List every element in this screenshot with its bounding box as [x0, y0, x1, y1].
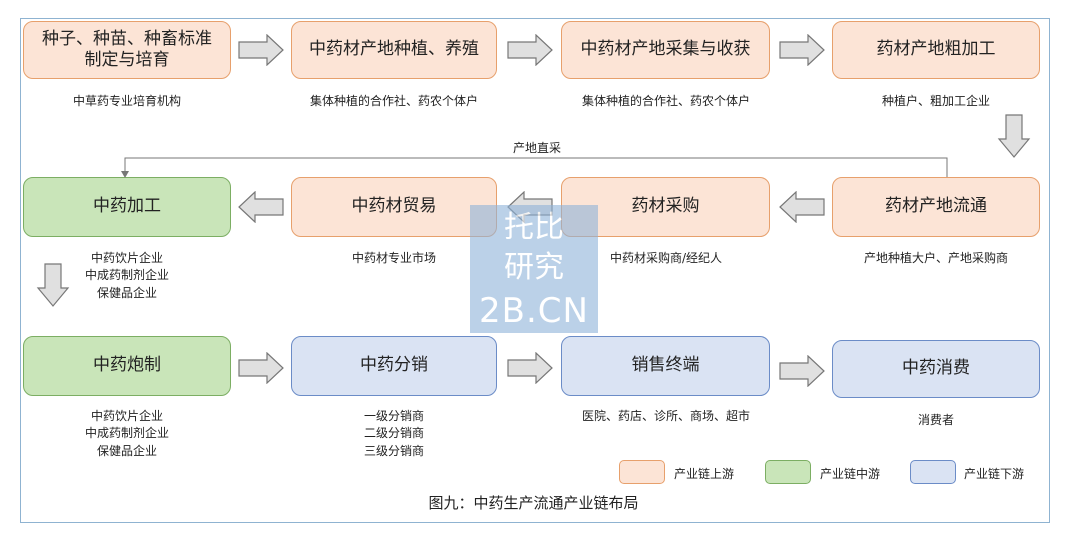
sub-breeding-org: 中草药专业培育机构	[72, 94, 181, 108]
box-planting: 中药材产地种植、养殖	[291, 21, 497, 79]
sub-circulation: 产地种植大户、产地采购商	[863, 251, 1008, 265]
arrow-right-icon	[238, 34, 284, 66]
arrow-right-icon	[507, 352, 553, 384]
diagram-frame	[20, 18, 1050, 523]
sub-retail-terminal: 医院、药店、诊所、商场、超市	[581, 409, 750, 423]
box-distribution: 中药分销	[291, 336, 497, 396]
arrow-left-icon	[779, 191, 825, 223]
box-trade: 中药材贸易	[291, 177, 497, 237]
box-circulation: 药材产地流通	[832, 177, 1040, 237]
sub-decoction: 中药饮片企业 中成药制剂企业 保健品企业	[84, 409, 169, 458]
legend-label-upstream: 产业链上游	[674, 467, 735, 481]
sub-rough-processing: 种植户、粗加工企业	[881, 94, 990, 108]
figure-caption: 图九：中药生产流通产业链布局	[428, 494, 639, 512]
sub-trade: 中药材专业市场	[351, 251, 436, 265]
sub-harvest: 集体种植的合作社、药农个体户	[581, 94, 750, 108]
arrow-right-icon	[238, 352, 284, 384]
direct-purchase-connector	[121, 157, 948, 178]
box-decoction: 中药炮制	[23, 336, 231, 396]
legend-label-downstream: 产业链下游	[964, 467, 1025, 481]
arrow-right-icon	[779, 355, 825, 387]
box-seed-standards: 种子、种苗、种畜标准 制定与培育	[23, 21, 231, 79]
box-consumption: 中药消费	[832, 340, 1040, 398]
arrow-right-icon	[507, 34, 553, 66]
box-tcm-processing: 中药加工	[23, 177, 231, 237]
arrow-down-icon	[997, 114, 1031, 158]
sub-distribution: 一级分销商 二级分销商 三级分销商	[363, 409, 424, 458]
sub-consumption: 消费者	[917, 413, 954, 427]
arrow-right-icon	[779, 34, 825, 66]
watermark-logo: 托比 研究 2B.CN	[470, 205, 598, 333]
legend-swatch-midstream	[765, 460, 811, 484]
box-rough-processing: 药材产地粗加工	[832, 21, 1040, 79]
arrow-left-icon	[238, 191, 284, 223]
direct-purchase-label: 产地直采	[513, 141, 562, 155]
legend-swatch-downstream	[910, 460, 956, 484]
arrow-down-icon	[36, 263, 70, 307]
sub-tcm-processing: 中药饮片企业 中成药制剂企业 保健品企业	[84, 251, 169, 300]
sub-planting: 集体种植的合作社、药农个体户	[309, 94, 478, 108]
box-harvest: 中药材产地采集与收获	[561, 21, 770, 79]
legend-swatch-upstream	[619, 460, 665, 484]
box-retail-terminal: 销售终端	[561, 336, 770, 396]
legend-label-midstream: 产业链中游	[820, 467, 881, 481]
sub-procurement: 中药材采购商/经纪人	[609, 251, 723, 265]
